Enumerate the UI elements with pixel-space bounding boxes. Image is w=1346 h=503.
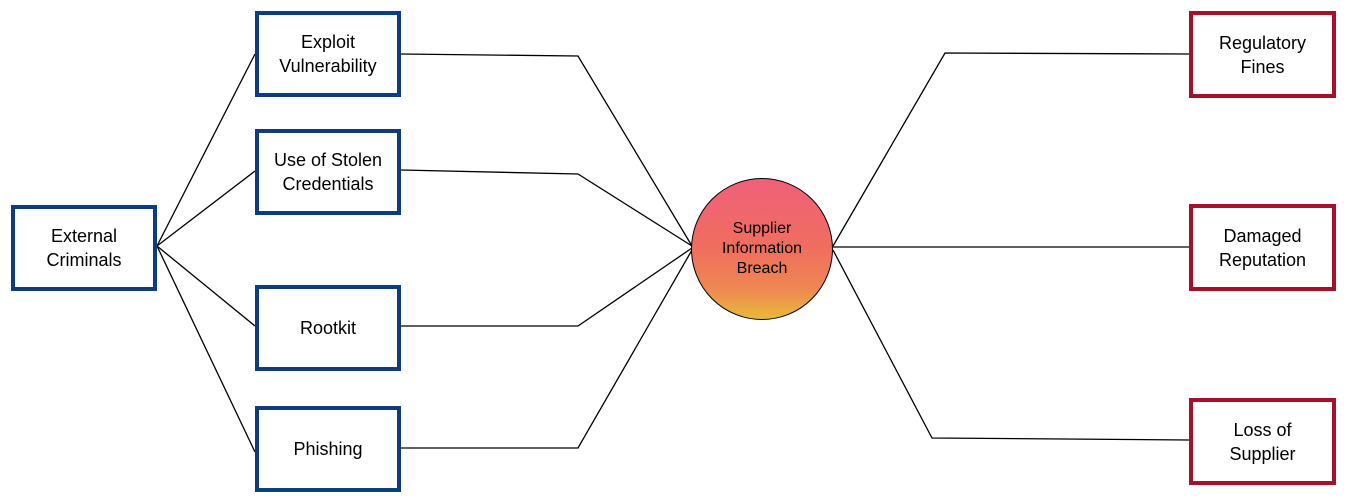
threat-label: Rootkit — [299, 318, 357, 338]
threat-label: Use of Stolen Credentials — [273, 150, 383, 194]
connector-event-to-fines — [832, 52, 1190, 247]
connector-root-to-rootkit — [156, 245, 256, 327]
consequence-label: Loss of Supplier — [1229, 419, 1296, 464]
connector-phishing-to-event — [401, 249, 693, 449]
connector-rootkit-to-event — [401, 247, 693, 327]
consequence-box-regulatory-fines[interactable]: Regulatory Fines — [1189, 11, 1336, 98]
threat-box-stolen-credentials[interactable]: Use of Stolen Credentials — [255, 129, 401, 215]
threat-label: Phishing — [293, 439, 363, 459]
root-cause-box[interactable]: External Criminals — [11, 205, 157, 291]
connector-credentials-to-event — [400, 169, 693, 247]
consequence-box-damaged-reputation[interactable]: Damaged Reputation — [1189, 204, 1336, 291]
root-cause-label: External Criminals — [46, 226, 122, 270]
connector-root-to-exploit — [156, 53, 256, 247]
consequence-label: Regulatory Fines — [1218, 32, 1307, 77]
central-event-label: Supplier Information Breach — [721, 220, 803, 277]
connector-exploit-to-event — [400, 53, 693, 247]
threat-label: Exploit Vulnerability — [279, 32, 377, 76]
threat-box-exploit-vulnerability[interactable]: Exploit Vulnerability — [255, 11, 401, 97]
consequence-label: Damaged Reputation — [1218, 225, 1307, 270]
consequence-box-loss-of-supplier[interactable]: Loss of Supplier — [1189, 398, 1336, 485]
connector-event-to-loss — [832, 249, 1190, 441]
connector-root-to-phishing — [156, 245, 256, 453]
threat-box-rootkit[interactable]: Rootkit — [255, 285, 401, 371]
central-event-circle[interactable]: Supplier Information Breach — [691, 178, 833, 320]
connector-root-to-credentials — [156, 170, 256, 247]
threat-box-phishing[interactable]: Phishing — [255, 406, 401, 492]
